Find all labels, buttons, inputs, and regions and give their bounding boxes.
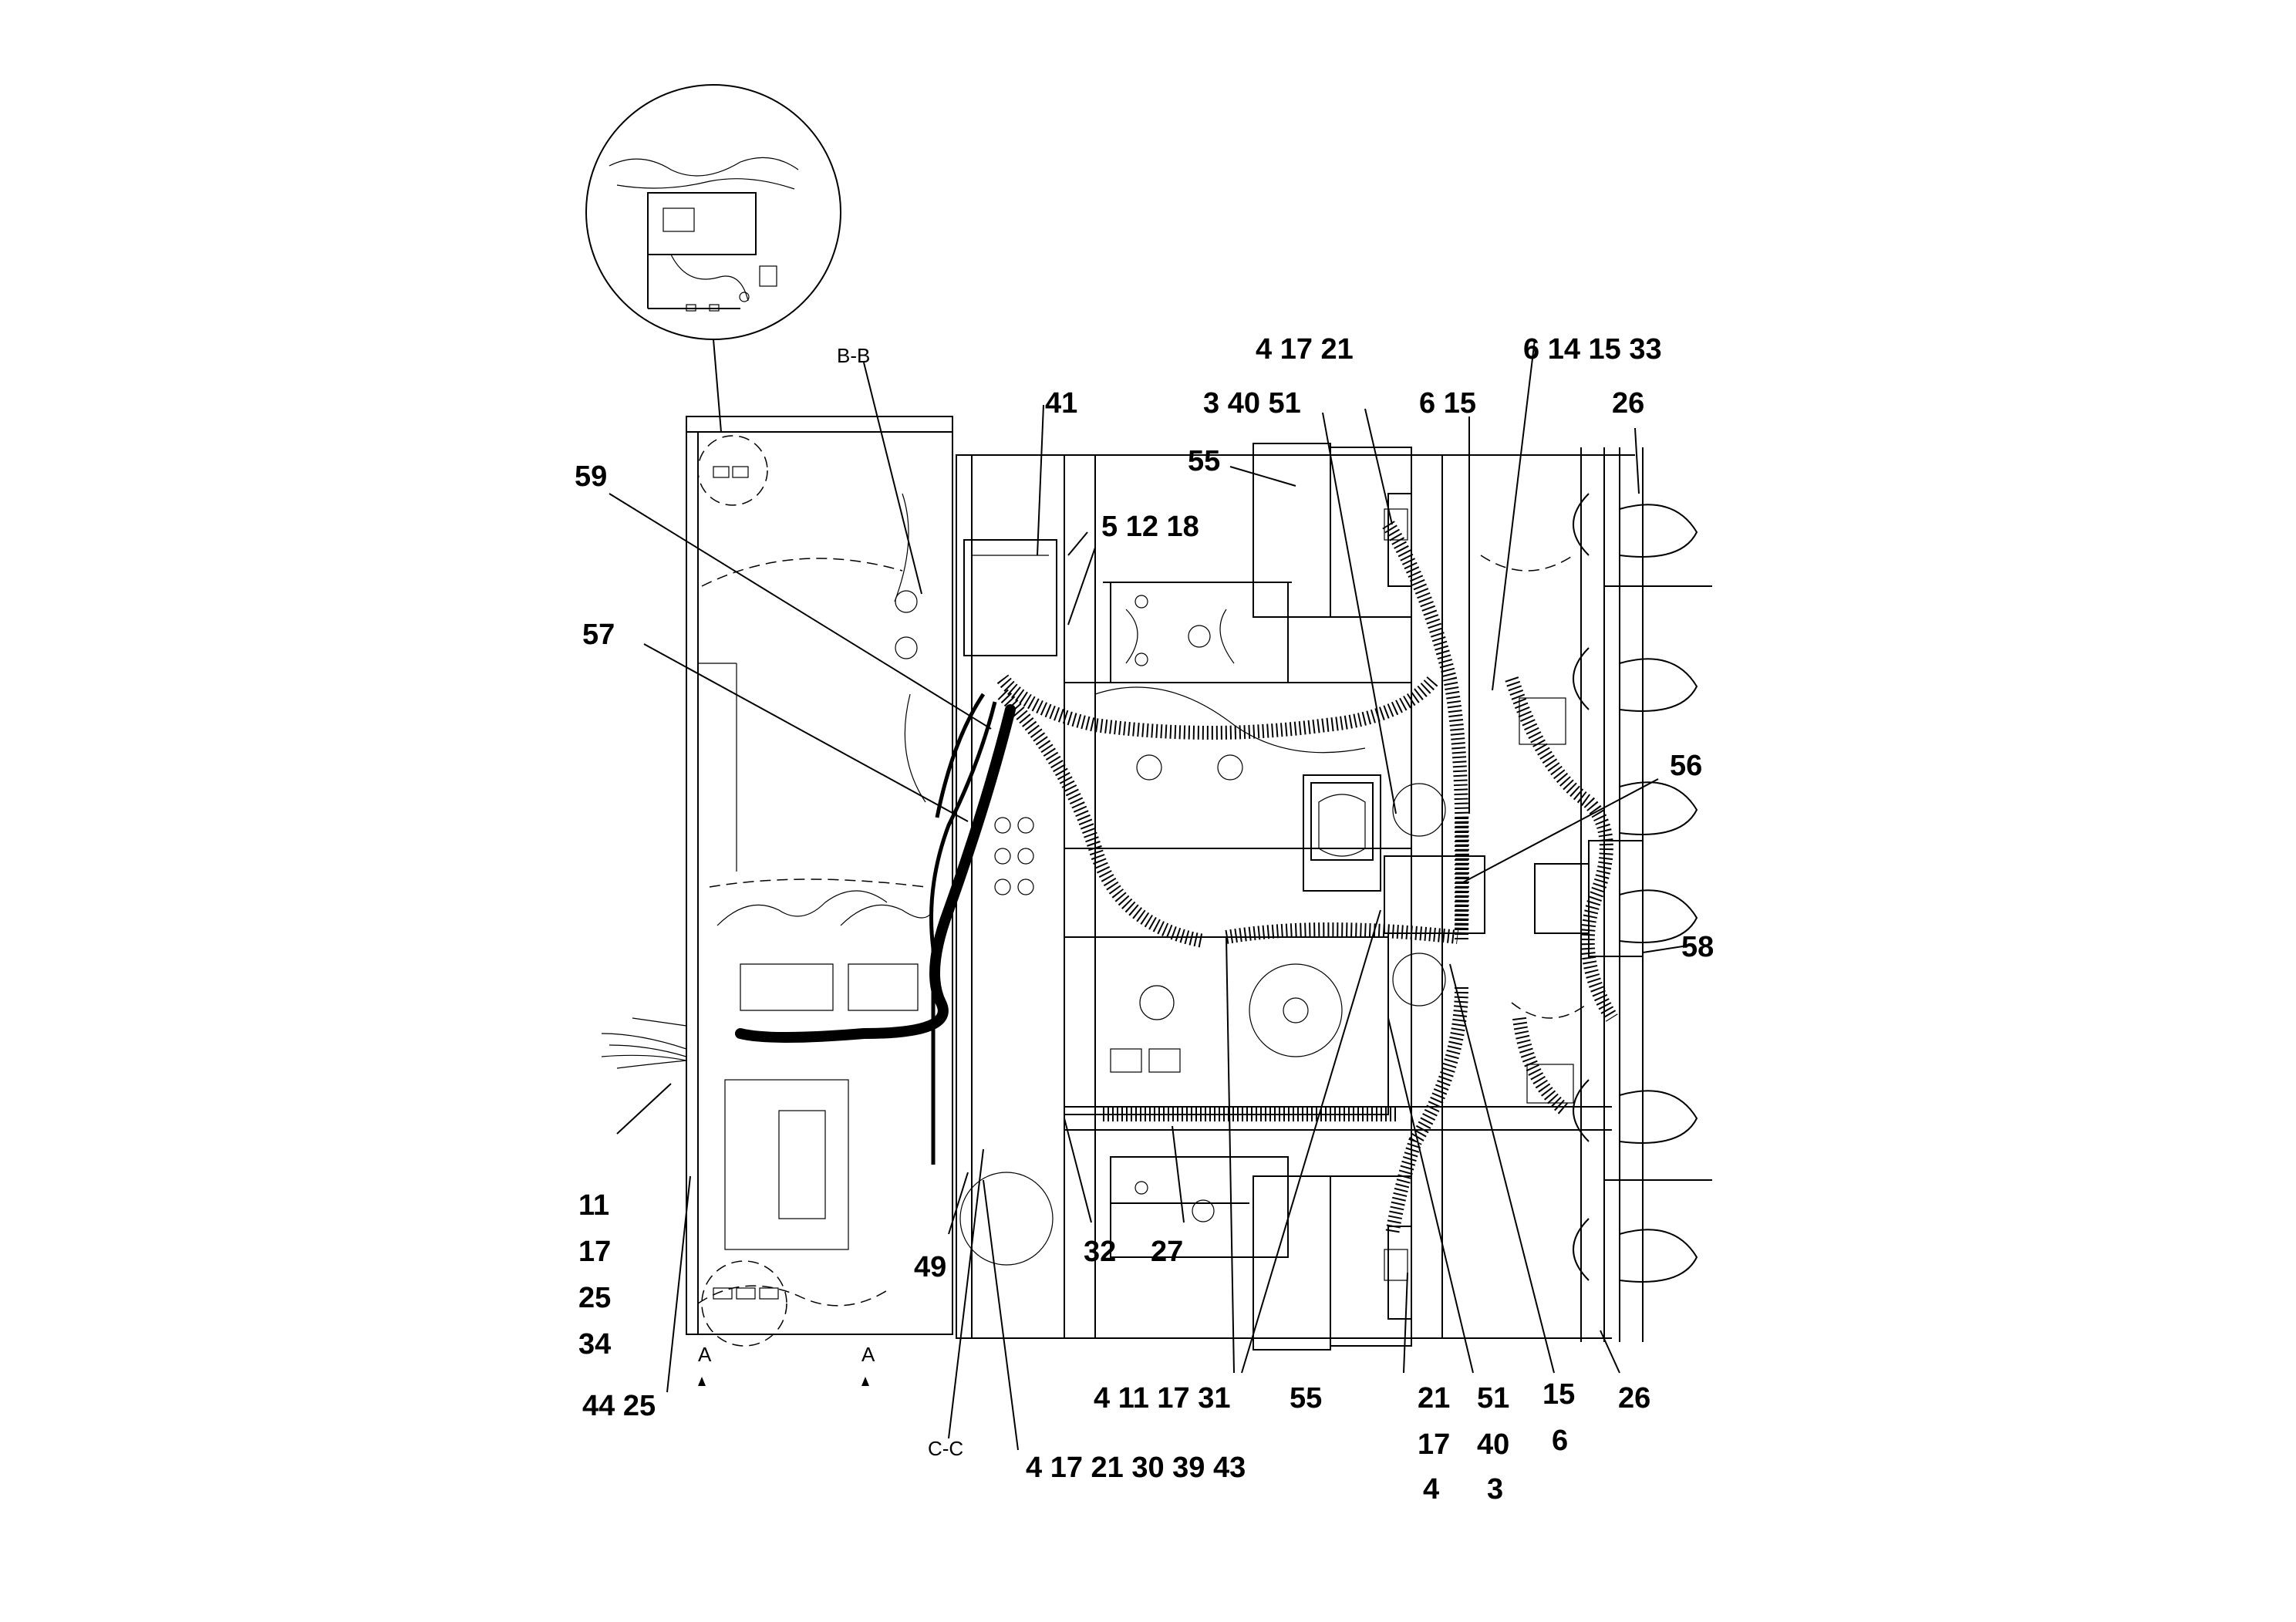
control-box-bottom	[1253, 1175, 1412, 1351]
callout-4: 4	[1423, 1473, 1439, 1506]
callout-55-bottom: 55	[1290, 1382, 1322, 1415]
callout-34: 34	[578, 1328, 611, 1361]
section-arrow-a-right	[861, 1377, 869, 1386]
callout-32: 32	[1084, 1236, 1116, 1268]
callout-44-25: 44 25	[582, 1390, 656, 1422]
left-loose-wires	[601, 1017, 687, 1069]
callout-6-15: 6 15	[1419, 387, 1476, 420]
callout-57: 57	[582, 619, 615, 651]
callout-5-12-18: 5 12 18	[1101, 511, 1199, 543]
section-label-a-right: A	[861, 1343, 875, 1366]
callout-6: 6	[1552, 1425, 1568, 1457]
callout-49: 49	[914, 1251, 946, 1283]
section-arrow-a-left	[698, 1377, 706, 1386]
callout-11: 11	[578, 1189, 609, 1222]
right-track-assembly	[1392, 447, 1712, 1342]
callout-4-17-21-top: 4 17 21	[1256, 333, 1354, 366]
callout-41: 41	[1045, 387, 1077, 420]
section-label-cc: C-C	[928, 1437, 963, 1460]
callout-15: 15	[1542, 1378, 1575, 1411]
callout-6-14-15-33: 6 14 15 33	[1523, 333, 1662, 366]
control-box-top	[1253, 443, 1412, 618]
section-label-a-left: A	[698, 1343, 712, 1366]
section-label-bb: B-B	[837, 344, 870, 367]
callout-51: 51	[1477, 1382, 1509, 1415]
callout-58: 58	[1681, 931, 1714, 963]
callout-3: 3	[1487, 1473, 1503, 1506]
callout-59: 59	[575, 460, 607, 493]
callout-27: 27	[1151, 1236, 1183, 1268]
callout-56: 56	[1670, 750, 1702, 782]
cable-conduits	[996, 521, 1618, 1236]
callout-21: 21	[1418, 1382, 1450, 1415]
callout-4-11-17-31: 4 11 17 31	[1094, 1382, 1231, 1415]
callout-17: 17	[578, 1236, 611, 1268]
callout-25: 25	[578, 1282, 611, 1314]
callout-4-17-21-30-39-43: 4 17 21 30 39 43	[1026, 1452, 1246, 1484]
callout-3-40-51: 3 40 51	[1203, 387, 1301, 420]
callout-26-top: 26	[1612, 387, 1644, 420]
heavy-cables	[735, 693, 1016, 1165]
callout-26-bottom: 26	[1618, 1382, 1650, 1415]
callout-55-top: 55	[1188, 445, 1220, 477]
detail-view-circle	[585, 84, 841, 433]
main-frame	[1064, 454, 1635, 1339]
leader-lines	[609, 339, 1694, 1451]
callout-40: 40	[1477, 1428, 1509, 1461]
left-frame-assembly	[686, 416, 953, 1347]
callout-17-b: 17	[1418, 1428, 1450, 1461]
